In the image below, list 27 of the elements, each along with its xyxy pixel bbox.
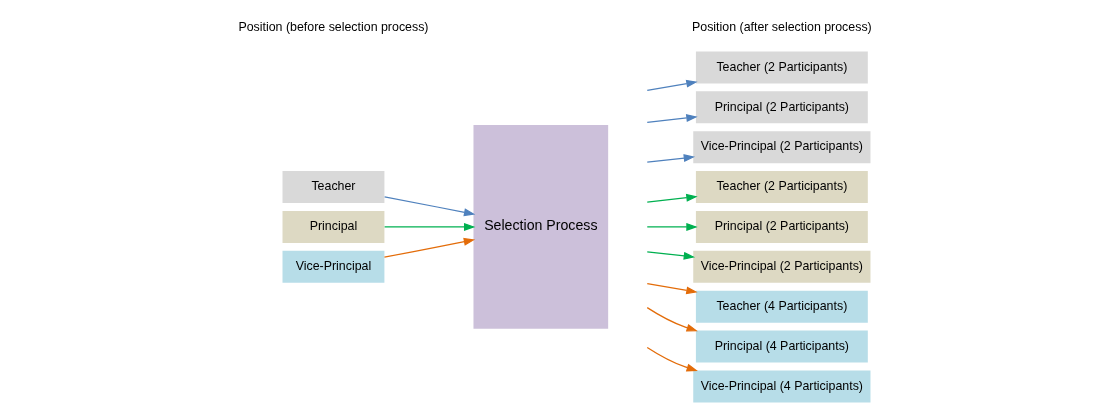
node-box: Teacher (4 Participants): [695, 290, 868, 323]
node-box: Principal (4 Participants): [695, 330, 868, 363]
arrow: [646, 154, 695, 163]
label: Position (before selection process): [237, 19, 428, 34]
node-box: Principal (2 Participants): [695, 91, 868, 124]
arrow: [646, 193, 698, 203]
arrow: [646, 346, 698, 372]
arrow: [383, 196, 475, 217]
arrow: [646, 307, 698, 332]
node-box: Principal (2 Participants): [695, 211, 868, 243]
node-box: Vice-Principal: [282, 250, 384, 283]
node-box: Teacher: [282, 171, 384, 203]
label: Position (after selection process): [691, 19, 872, 34]
node-box: Teacher (2 Participants): [695, 51, 868, 84]
node-box: Vice-Principal (2 Participants): [692, 131, 870, 164]
arrow: [383, 222, 475, 231]
node-box: Vice-Principal (4 Participants): [692, 370, 870, 403]
node-box: Teacher (2 Participants): [695, 171, 868, 203]
arrow: [646, 251, 695, 260]
arrow: [646, 222, 698, 231]
arrow: [646, 79, 698, 92]
node-box: Selection Process: [472, 125, 608, 329]
arrow: [646, 283, 698, 295]
node-box: Principal: [282, 211, 384, 243]
arrow: [383, 237, 475, 258]
node-box: Vice-Principal (2 Participants): [692, 250, 870, 283]
arrow: [646, 114, 698, 123]
